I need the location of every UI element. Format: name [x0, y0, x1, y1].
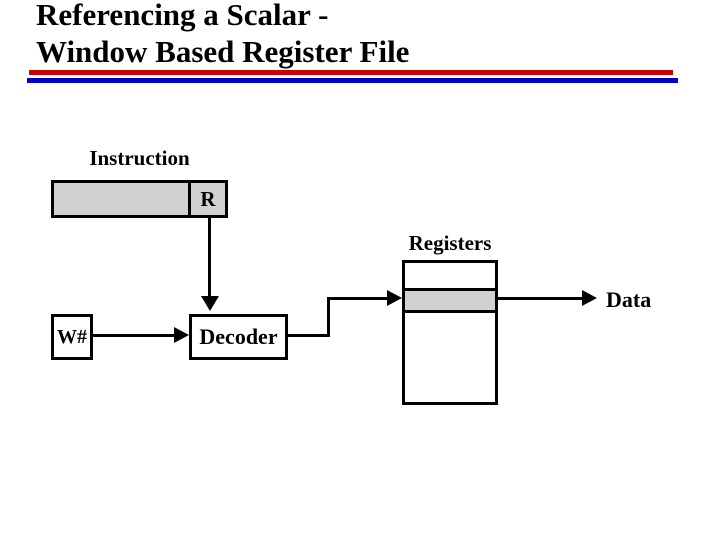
decoder-to-registers-connector-v	[327, 297, 330, 337]
arrow-r-to-decoder-line	[208, 218, 211, 298]
instruction-opcode-field	[54, 183, 188, 215]
window-number-label: W#	[57, 325, 87, 348]
decoder-to-registers-connector-h1	[288, 334, 330, 337]
instruction-r-field: R	[188, 183, 225, 215]
arrow-data-head-icon	[582, 290, 597, 306]
slide-title: Referencing a Scalar - Window Based Regi…	[36, 0, 409, 70]
r-field-label: R	[200, 186, 216, 211]
decoder-label: Decoder	[199, 324, 278, 349]
decoder-box: Decoder	[189, 314, 288, 360]
data-label: Data	[606, 287, 652, 312]
arrow-into-registers-head-icon	[387, 290, 402, 306]
arrow-down-head-icon	[201, 296, 219, 311]
arrow-right-head-icon	[174, 327, 189, 343]
registers-label: Registers	[408, 231, 492, 255]
title-rule-blue	[27, 78, 678, 83]
decoder-to-registers-connector-h2	[330, 297, 387, 300]
arrow-registers-to-data-line	[497, 297, 582, 300]
arrow-w-to-decoder-line	[93, 334, 175, 337]
selected-register-row	[405, 288, 495, 313]
window-number-box: W#	[51, 314, 93, 360]
slide-title-line1: Referencing a Scalar -	[36, 0, 329, 32]
instruction-register-box: R	[51, 180, 228, 218]
register-file-box	[402, 260, 498, 405]
slide-title-line2: Window Based Register File	[36, 34, 410, 69]
instruction-label: Instruction	[89, 146, 190, 170]
title-rule-red	[29, 70, 673, 75]
